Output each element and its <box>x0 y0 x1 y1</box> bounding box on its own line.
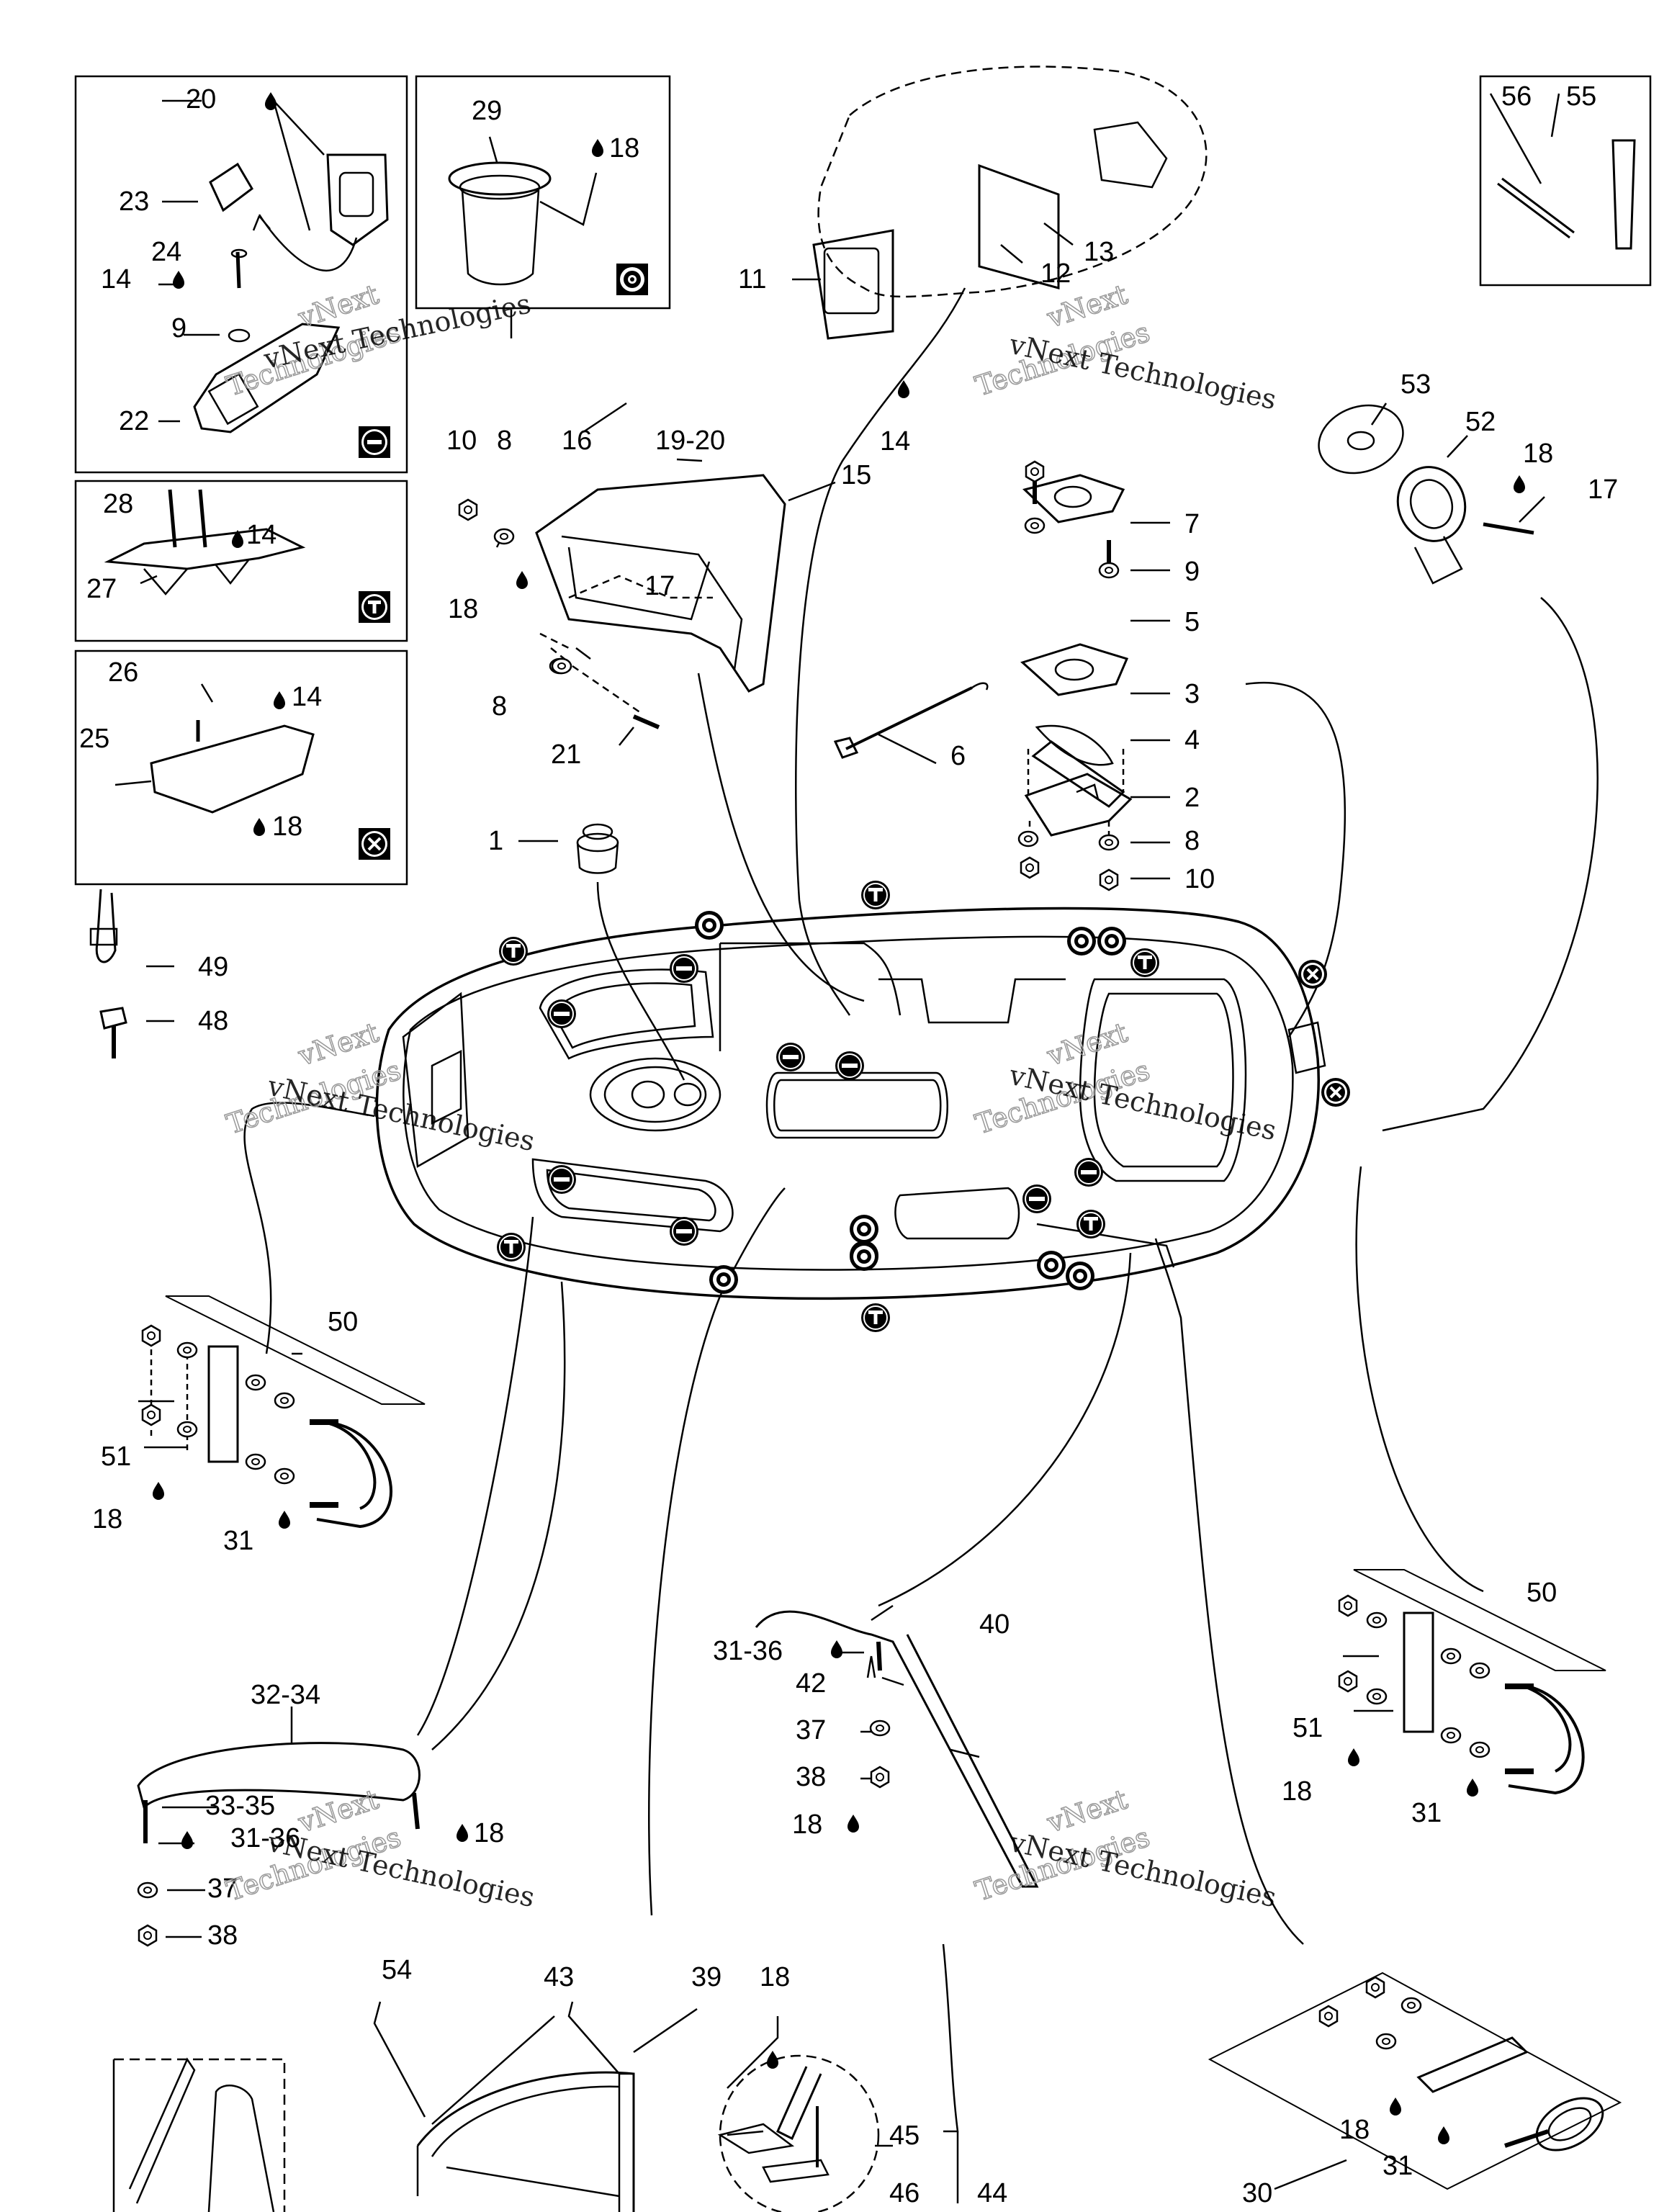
detail-box-29 <box>415 75 671 310</box>
detail-box-27 <box>74 480 408 642</box>
callout-52: 52 <box>1465 407 1496 437</box>
detail-box-25 <box>74 649 408 886</box>
callout-51: 51 <box>1292 1713 1323 1743</box>
callout-5: 5 <box>1184 607 1200 637</box>
callout-31: 31 <box>1382 2151 1413 2181</box>
callout-50: 50 <box>1527 1578 1557 1608</box>
callout-42: 42 <box>796 1668 826 1699</box>
x-badge <box>357 827 392 861</box>
callout-49: 49 <box>198 952 228 982</box>
hull-outline <box>375 907 1320 1300</box>
svg-text:vNext Technologies: vNext Technologies <box>261 287 534 375</box>
callout-46: 46 <box>889 2178 920 2208</box>
callout-10: 10 <box>1184 864 1215 894</box>
callout-31: 31 <box>223 1526 253 1556</box>
callout-32-34: 32-34 <box>251 1680 320 1710</box>
callout-3: 3 <box>1184 679 1200 709</box>
callout-38: 38 <box>207 1920 238 1951</box>
t-badge <box>359 591 390 623</box>
callout-15: 15 <box>841 460 871 490</box>
callout-30: 30 <box>1242 2178 1272 2208</box>
callout-18: 18 <box>1282 1776 1312 1807</box>
callout-7: 7 <box>1184 509 1200 539</box>
callout-39: 39 <box>691 1962 721 1992</box>
callout-51: 51 <box>101 1442 131 1472</box>
callout-37: 37 <box>796 1715 826 1745</box>
callout-43: 43 <box>544 1962 574 1992</box>
detail-box-22 <box>74 75 408 474</box>
callout-56: 56 <box>1501 81 1532 112</box>
callout-18: 18 <box>272 811 302 842</box>
callout-53: 53 <box>1401 369 1431 400</box>
callout-26: 26 <box>108 657 138 688</box>
callout-29: 29 <box>472 96 502 126</box>
callout-6: 6 <box>950 741 966 771</box>
callout-18: 18 <box>92 1504 122 1534</box>
callout-31: 31 <box>1411 1798 1442 1828</box>
callout-8: 8 <box>492 691 507 721</box>
callout-23: 23 <box>119 186 149 217</box>
callout-38: 38 <box>796 1762 826 1792</box>
callout-8: 8 <box>1184 826 1200 856</box>
callout-13: 13 <box>1084 237 1114 267</box>
callout-2: 2 <box>1184 783 1200 813</box>
callout-4: 4 <box>1184 725 1200 755</box>
callout-1: 1 <box>488 826 503 856</box>
callout-17: 17 <box>1588 475 1618 505</box>
callout-24: 24 <box>151 237 181 267</box>
callout-18: 18 <box>760 1962 790 1992</box>
callout-labels: 20 23 24 14 9 22 29 18 28 14 27 26 14 25… <box>79 81 1618 2208</box>
callout-40: 40 <box>979 1609 1010 1640</box>
detail-box-55 <box>1479 75 1652 287</box>
callout-18: 18 <box>792 1809 822 1840</box>
callout-14: 14 <box>246 520 276 550</box>
callout-28: 28 <box>103 489 133 519</box>
callout-44: 44 <box>977 2178 1007 2208</box>
callout-31-36: 31-36 <box>713 1636 783 1666</box>
callout-31-36: 31-36 <box>230 1823 300 1853</box>
callout-9: 9 <box>171 313 186 343</box>
callout-48: 48 <box>198 1006 228 1036</box>
callout-18: 18 <box>448 594 478 624</box>
target-badge <box>616 264 648 295</box>
callout-22: 22 <box>119 406 149 436</box>
callout-25: 25 <box>79 724 109 754</box>
callout-27: 27 <box>86 574 117 604</box>
callout-11: 11 <box>738 264 766 295</box>
minus-badge <box>359 426 390 458</box>
callout-33-35: 33-35 <box>205 1791 275 1821</box>
callout-55: 55 <box>1566 81 1596 112</box>
callout-19-20: 19-20 <box>655 426 725 456</box>
callout-8: 8 <box>497 426 512 456</box>
callout-16: 16 <box>562 426 592 456</box>
watermark: vNext Technologies vNext Technologies vN… <box>222 278 1279 1914</box>
callout-20: 20 <box>186 84 216 114</box>
callout-9: 9 <box>1184 557 1200 587</box>
callout-14: 14 <box>101 264 131 295</box>
callout-17: 17 <box>644 571 675 601</box>
callout-45: 45 <box>889 2121 920 2151</box>
callout-18: 18 <box>474 1818 504 1848</box>
callout-21: 21 <box>551 739 581 770</box>
callout-14: 14 <box>292 682 322 712</box>
callout-18: 18 <box>609 133 639 163</box>
callout-54: 54 <box>382 1955 412 1985</box>
callout-18: 18 <box>1523 439 1553 469</box>
callout-18: 18 <box>1339 2115 1370 2145</box>
callout-50: 50 <box>328 1307 358 1337</box>
callout-12: 12 <box>1040 258 1071 289</box>
callout-10: 10 <box>446 426 477 456</box>
callout-37: 37 <box>207 1874 238 1904</box>
callout-14: 14 <box>880 426 910 457</box>
